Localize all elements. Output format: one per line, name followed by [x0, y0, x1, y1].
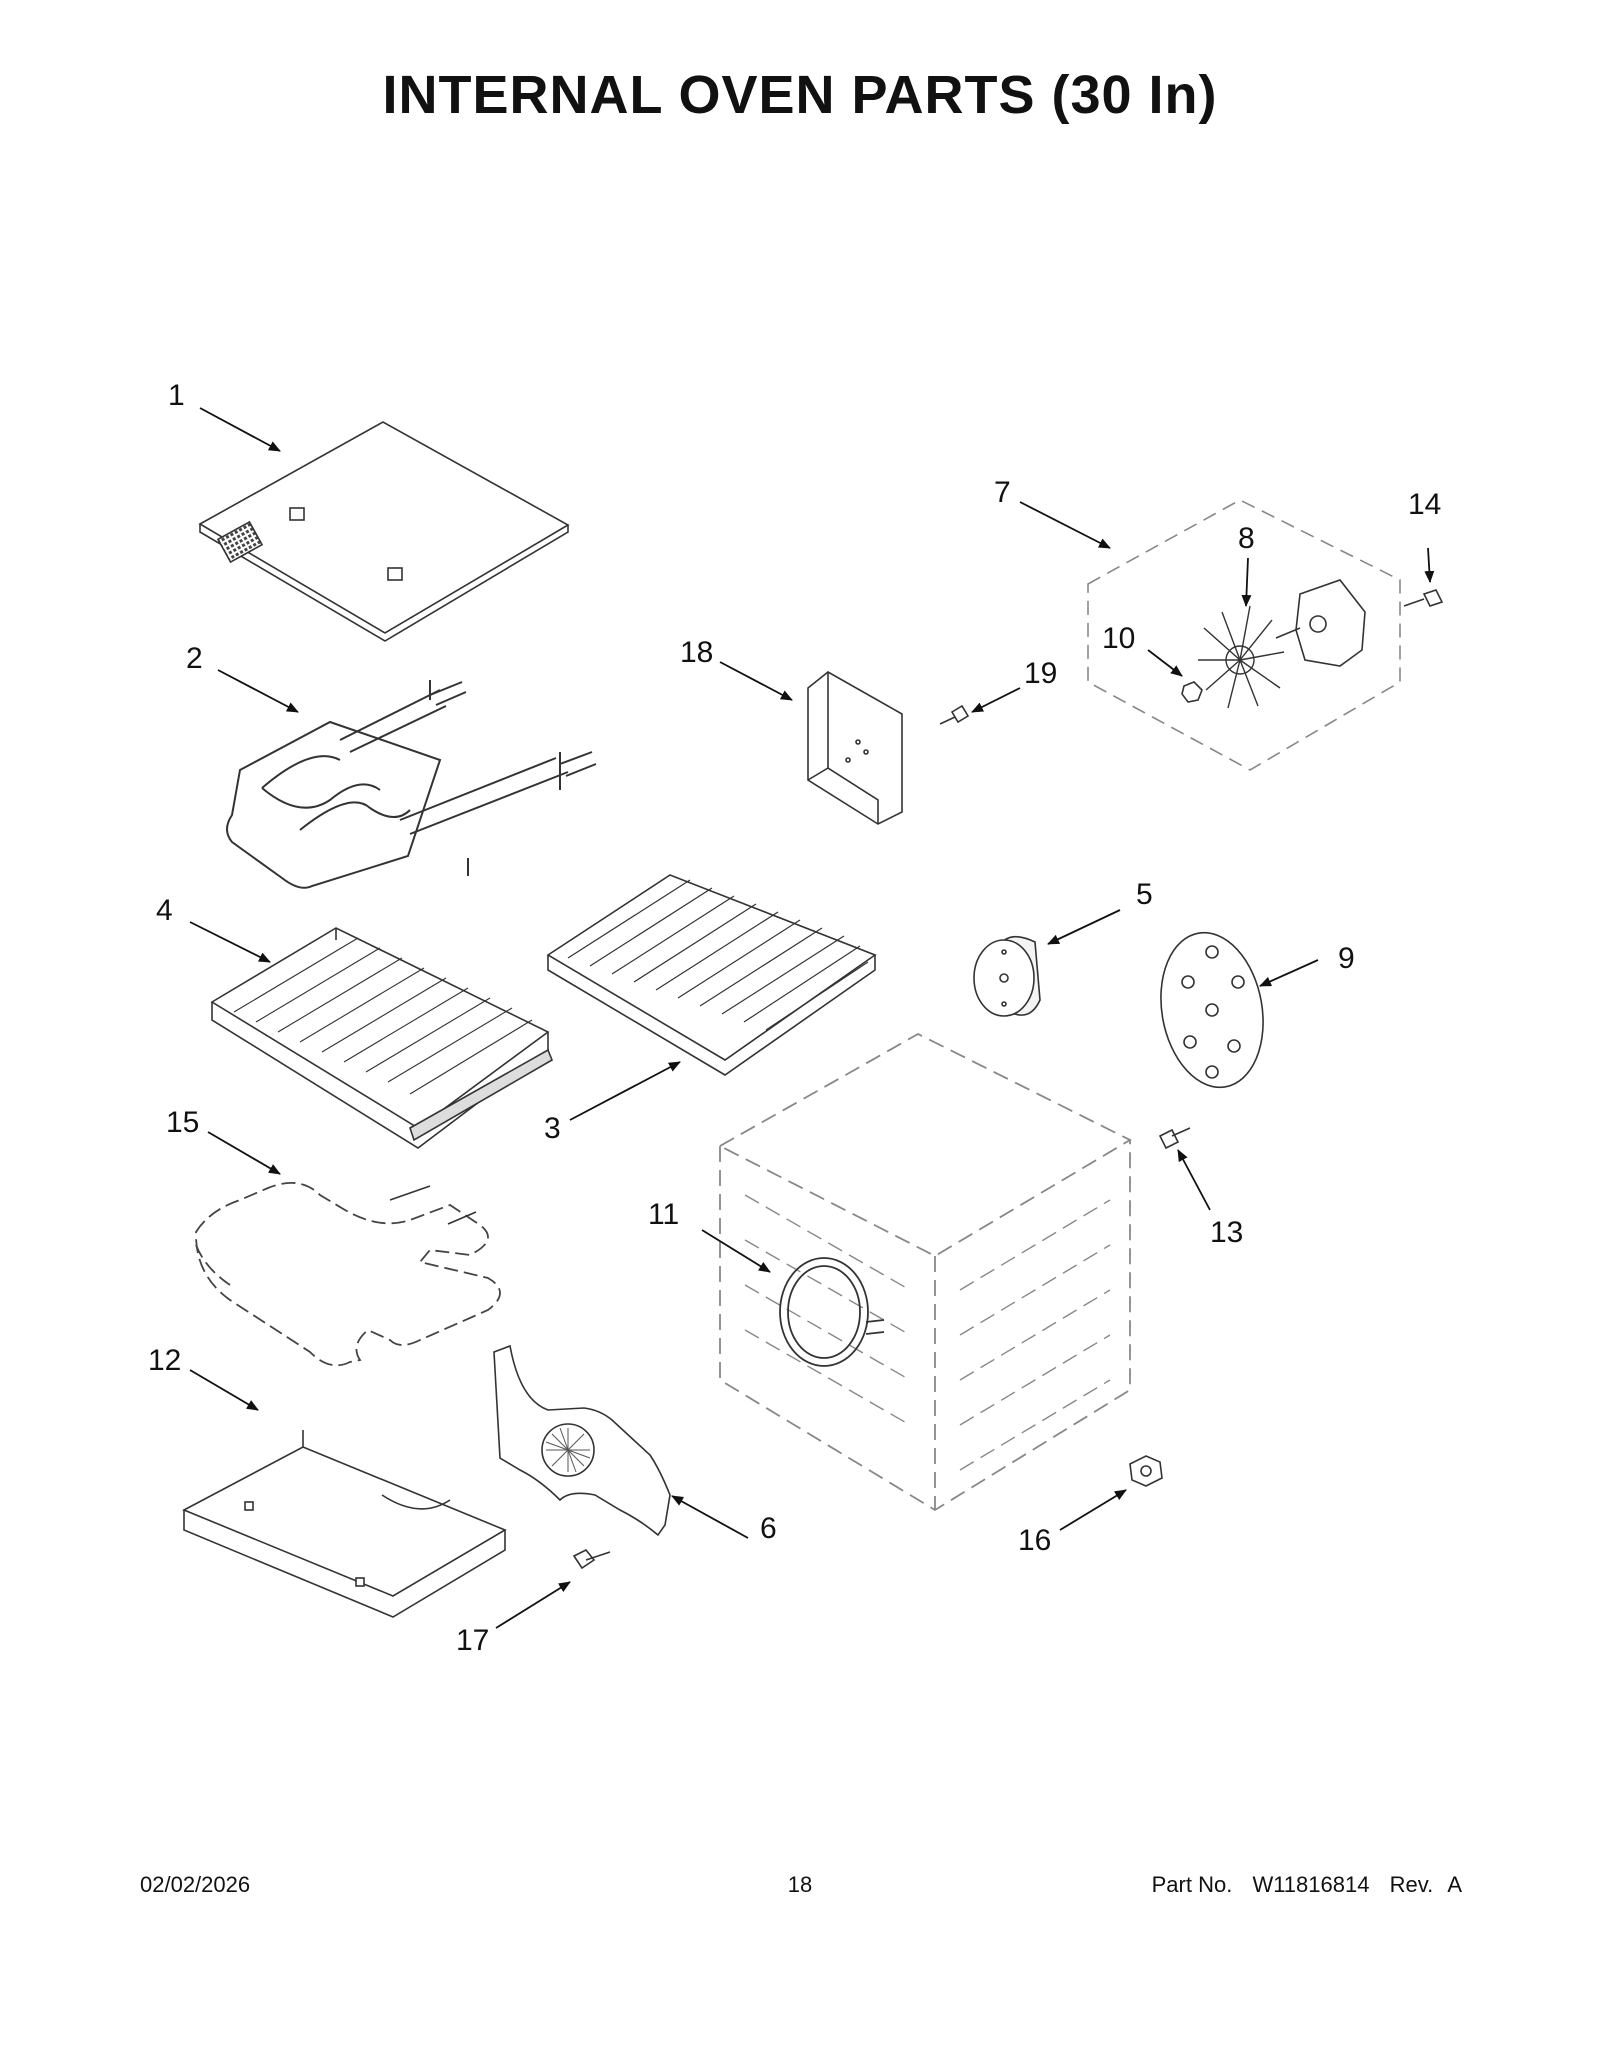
part-12-bottom-tray: [182, 1430, 507, 1618]
leader-6: [671, 1495, 749, 1539]
callout-3: 3: [544, 1112, 561, 1145]
part-13-screw: [1158, 1127, 1191, 1150]
leader-16: [1059, 1489, 1127, 1531]
callout-10: 10: [1102, 622, 1135, 655]
callout-8: 8: [1238, 522, 1255, 555]
callout-12: 12: [148, 1344, 181, 1377]
callout-15: 15: [166, 1106, 199, 1139]
fan-motor: [1275, 579, 1366, 667]
callout-18: 18: [680, 636, 713, 669]
callout-7: 7: [994, 476, 1011, 509]
callout-9: 9: [1338, 942, 1355, 975]
callout-19: 19: [1024, 657, 1057, 690]
callout-6: 6: [760, 1512, 777, 1545]
callout-5: 5: [1136, 878, 1153, 911]
part-9-back-plate: [1160, 931, 1264, 1089]
oven-cavity-outline: [718, 1032, 1132, 1512]
callout-2: 2: [186, 642, 203, 675]
part-17-screw: [572, 1548, 611, 1570]
callout-1: 1: [168, 379, 185, 412]
part-11-ring-element: [779, 1257, 885, 1367]
leader-13: [1177, 1149, 1211, 1211]
part-1-ceiling-panel: [198, 421, 570, 642]
callout-16: 16: [1018, 1524, 1051, 1557]
leader-19: [971, 687, 1021, 713]
leader-12: [189, 1369, 259, 1411]
leader-15: [207, 1131, 281, 1175]
leader-18: [719, 661, 793, 701]
leader-lines: [189, 407, 1435, 1629]
part-4-rollout-rack: [210, 927, 553, 1149]
part-number: W11816814: [1252, 1872, 1370, 1897]
part-2-broil-element: [226, 680, 597, 889]
leader-17: [495, 1581, 571, 1629]
leader-2: [217, 669, 299, 713]
part-10-nut: [1181, 681, 1203, 703]
leader-9: [1259, 959, 1319, 987]
callout-11: 11: [648, 1198, 679, 1231]
footer-date: 02/02/2026: [140, 1872, 251, 1897]
leader-5: [1047, 909, 1121, 945]
part-16-nut: [1129, 1455, 1163, 1487]
leader-14: [1424, 547, 1435, 583]
leader-11: [701, 1229, 771, 1273]
callout-4: 4: [156, 894, 173, 927]
callout-17: 17: [456, 1624, 489, 1657]
part-18-bracket: [807, 671, 903, 825]
part-19-screw: [939, 704, 970, 725]
part-3-oven-rack: [546, 874, 877, 1076]
part-15-convection-element: [195, 1181, 501, 1367]
leader-3: [569, 1061, 681, 1121]
callout-13: 13: [1210, 1216, 1243, 1249]
rev-value: A: [1447, 1872, 1462, 1897]
leader-10: [1147, 649, 1183, 677]
footer-page-number: 18: [787, 1872, 813, 1897]
part-14-screw: [1403, 589, 1444, 607]
leader-7: [1019, 501, 1111, 549]
leader-8: [1241, 557, 1252, 607]
footer-part-info: Part No. W11816814 Rev. A: [1152, 1872, 1462, 1898]
rev-label: Rev.: [1389, 1872, 1434, 1897]
part-15-terminals: [389, 1185, 477, 1225]
leader-4: [189, 921, 271, 963]
part-8-fan-blade: [1198, 605, 1285, 709]
callout-14: 14: [1408, 488, 1441, 521]
callout-labels: 1 2 3 4 5 6 7 8 9 10 11 12 13 14 15 16 1…: [148, 379, 1441, 1657]
part-label: Part No.: [1151, 1872, 1233, 1897]
part-5-disk: [973, 935, 1041, 1017]
page-title: INTERNAL OVEN PARTS (30 In): [382, 65, 1218, 125]
leader-1: [199, 407, 281, 452]
part-6-fan-cover: [493, 1344, 671, 1537]
